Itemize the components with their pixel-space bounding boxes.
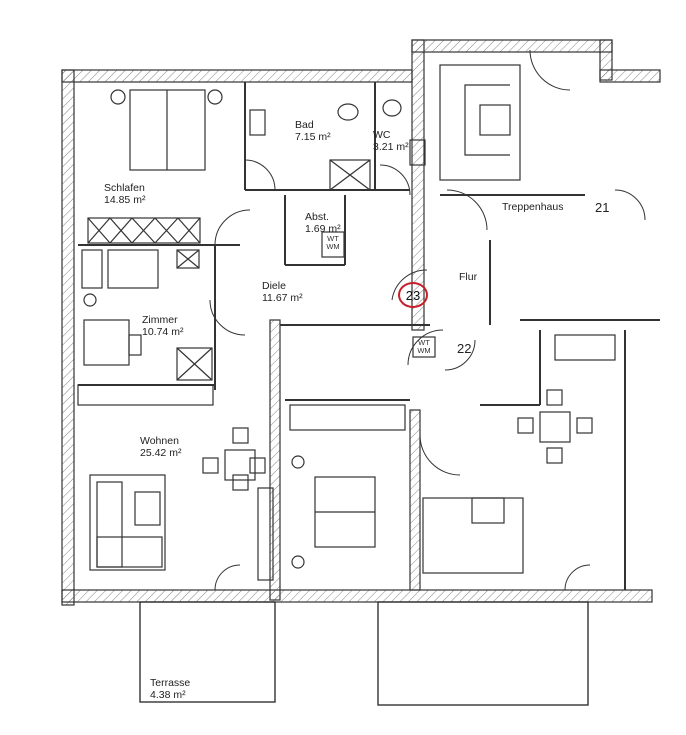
unit-23-marker: 23 (398, 282, 428, 308)
room-name: Schlafen (104, 182, 145, 194)
wt-label: WT (327, 234, 339, 243)
terraces (139, 601, 589, 706)
room-name: Wohnen (140, 435, 179, 447)
room-name: Abst. (305, 211, 329, 223)
room-area: 3.21 m² (373, 141, 409, 153)
doors (209, 49, 646, 591)
room-area: 7.15 m² (295, 131, 331, 143)
label-flur: Flur (459, 271, 478, 283)
furniture (77, 64, 616, 581)
room-name: WC (373, 129, 391, 141)
room-name: Terrasse (150, 677, 191, 689)
room-name: Bad (295, 119, 314, 131)
exterior-walls (61, 39, 661, 606)
wm-label: WM (326, 242, 340, 251)
unit-number-22: 22 (457, 341, 472, 356)
label-treppenhaus: Treppenhaus (502, 201, 564, 213)
wm-label: WM (417, 346, 431, 355)
room-area: 11.67 m² (262, 292, 303, 304)
room-area: 4.38 m² (150, 689, 186, 701)
room-name: Zimmer (142, 314, 178, 326)
wt-label: WT (418, 338, 430, 347)
unit-number-21: 21 (595, 200, 610, 215)
room-area: 25.42 m² (140, 447, 182, 459)
room-area: 1.69 m² (305, 223, 341, 235)
room-label-abst: Abst.1.69 m² (305, 211, 341, 235)
unit-number-23: 23 (405, 287, 421, 303)
room-area: 10.74 m² (142, 326, 184, 338)
room-area: 14.85 m² (104, 194, 146, 206)
room-name: Diele (262, 280, 286, 292)
